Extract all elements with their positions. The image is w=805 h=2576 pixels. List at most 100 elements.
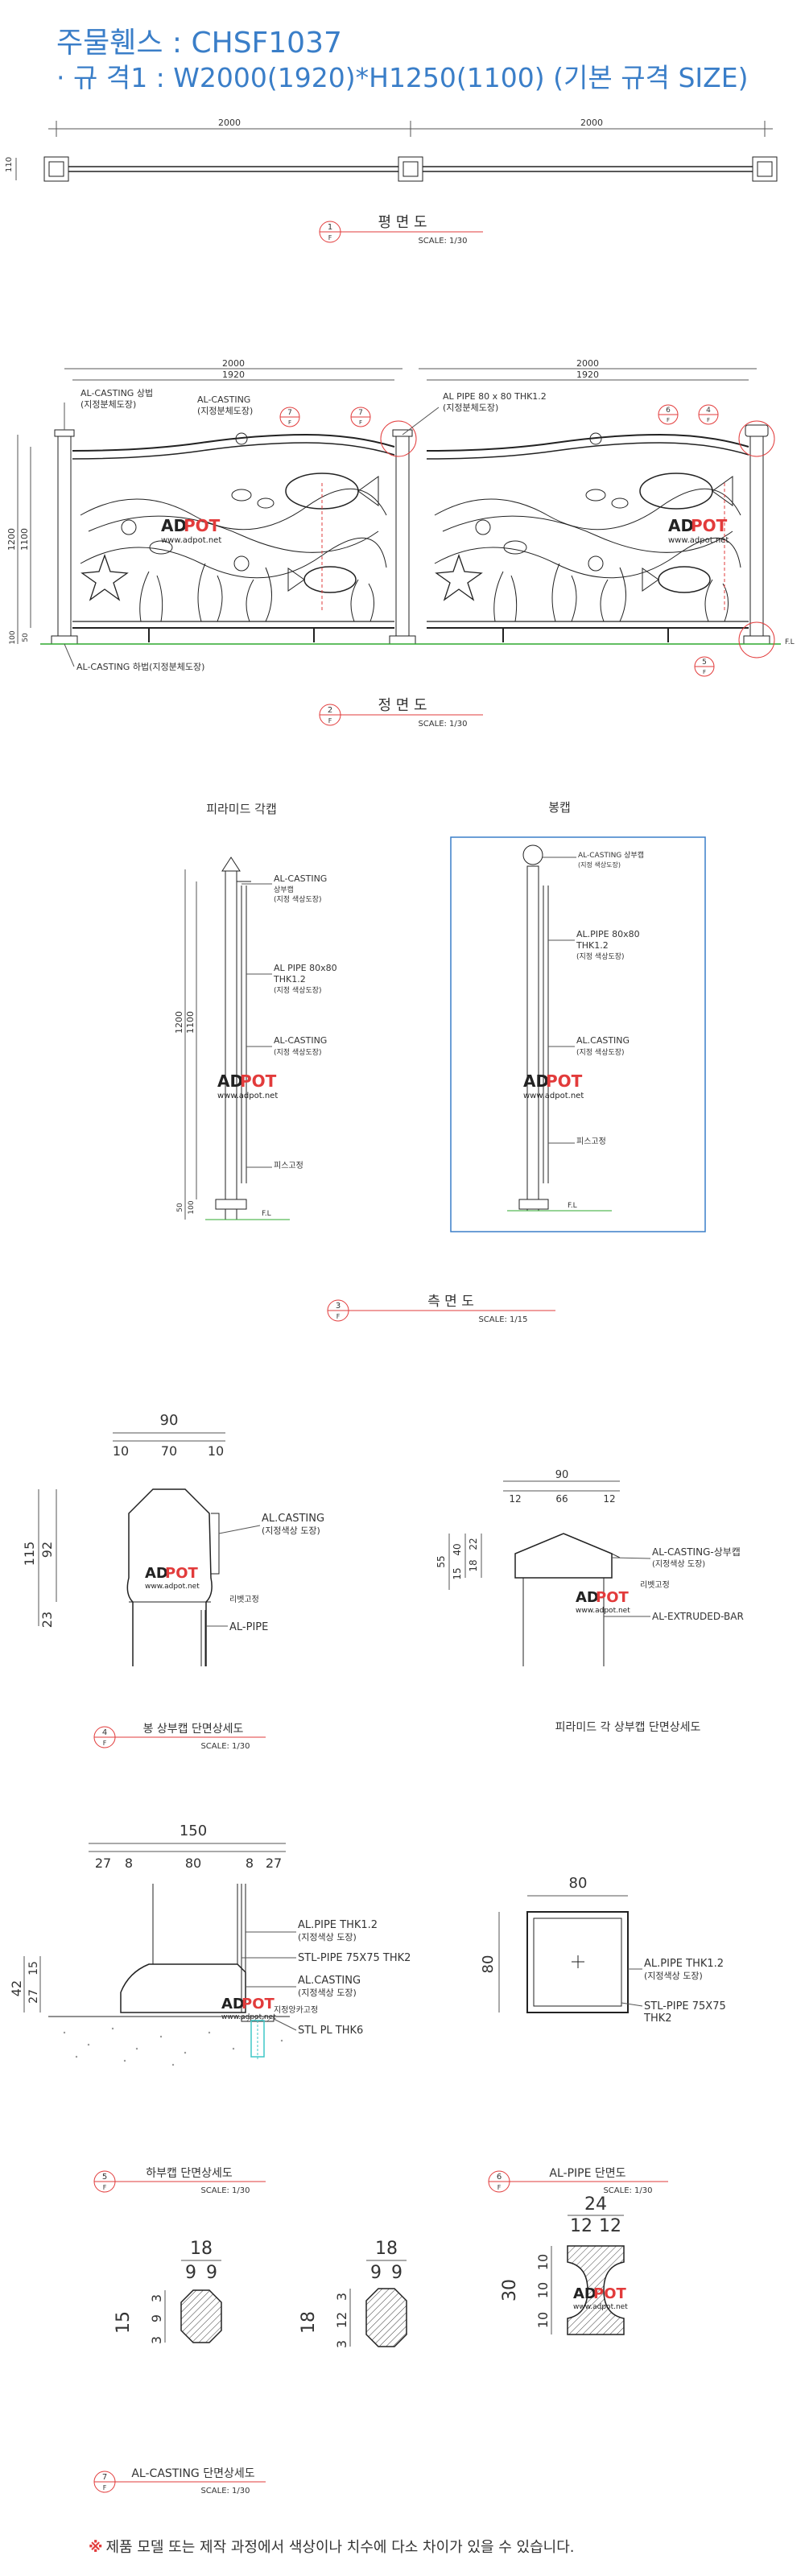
svg-text:3: 3: [334, 2340, 349, 2348]
elevation-scale: SCALE: 1/30: [418, 720, 467, 729]
svg-text:10: 10: [535, 2282, 551, 2298]
elevation-title: 정 면 도: [378, 697, 427, 714]
svg-text:1: 1: [328, 223, 332, 232]
svg-text:8: 8: [246, 1856, 254, 1871]
svg-text:18: 18: [190, 2239, 213, 2259]
svg-text:www.adpot.net: www.adpot.net: [161, 536, 221, 545]
svg-text:www.adpot.net: www.adpot.net: [573, 2303, 628, 2311]
svg-text:15: 15: [114, 2311, 134, 2334]
base-scale: SCALE: 1/30: [200, 2186, 250, 2195]
front-elevation: 2000 1920 2000 1920 1200 1100 50 100: [6, 358, 795, 729]
svg-text:7: 7: [358, 409, 363, 417]
plan-view: 2000 2000 110 1 F 평 면 도 SCALE: 1/30: [5, 118, 778, 246]
svg-text:www.adpot.net: www.adpot.net: [221, 2013, 276, 2021]
svg-text:10: 10: [535, 2312, 551, 2328]
cap-details: 90 10 70 10 115 92 23 AL.CASTING (지정색상 도…: [22, 1412, 744, 1751]
svg-text:F: F: [103, 2484, 107, 2491]
elev-panel-left: [72, 433, 395, 629]
svg-text:9: 9: [185, 2263, 196, 2283]
svg-text:40: 40: [452, 1543, 463, 1555]
svg-text:AD: AD: [523, 1071, 549, 1091]
svg-text:(지정색상 도장): (지정색상 도장): [262, 1525, 320, 1536]
svg-text:9: 9: [370, 2263, 382, 2283]
svg-text:12: 12: [334, 2312, 349, 2328]
svg-text:2000: 2000: [222, 358, 245, 369]
pipe-scale: SCALE: 1/30: [603, 2186, 652, 2195]
svg-text:AD: AD: [668, 516, 694, 535]
svg-text:15: 15: [452, 1567, 463, 1579]
svg-text:THK2: THK2: [643, 2013, 672, 2025]
svg-text:27: 27: [266, 1856, 282, 1871]
footer-note: ※제품 모델 또는 제작 과정에서 색상이나 치수에 다소 차이가 있을 수 있…: [89, 2536, 575, 2557]
svg-text:F: F: [328, 717, 332, 724]
svg-text:(지정 색상도장): (지정 색상도장): [576, 952, 625, 961]
svg-text:100: 100: [9, 630, 17, 644]
base-title: 하부캡 단면상세도: [146, 2167, 233, 2180]
svg-text:3: 3: [149, 2336, 164, 2344]
svg-text:18: 18: [299, 2311, 319, 2334]
svg-text:피스고정: 피스고정: [576, 1137, 606, 1146]
svg-text:피스고정: 피스고정: [274, 1161, 303, 1170]
svg-text:POT: POT: [242, 1996, 275, 2013]
elev-label-bottom: AL-CASTING 하법(지정분체도장): [76, 661, 204, 672]
product-spec: · 규 격1 : W2000(1920)*H1250(1100) (기본 규격 …: [56, 62, 749, 93]
svg-text:18: 18: [468, 1559, 479, 1571]
svg-text:(지정 색상도장): (지정 색상도장): [578, 861, 621, 869]
svg-text:F: F: [103, 1740, 107, 1747]
cast-section-3: [567, 2245, 625, 2335]
round-cap-scale: SCALE: 1/30: [200, 1742, 250, 1751]
svg-text:AD: AD: [161, 516, 187, 535]
side-scale: SCALE: 1/15: [478, 1315, 527, 1324]
svg-text:7: 7: [102, 2473, 107, 2482]
svg-text:1200: 1200: [174, 1011, 184, 1034]
svg-text:50: 50: [22, 633, 30, 642]
elev-section-mark-3: 6F: [658, 404, 679, 425]
plan-post-mid: [398, 156, 423, 182]
side-right-title: 봉캡: [548, 800, 571, 815]
svg-text:F: F: [667, 417, 670, 423]
plan-dim-side: 110: [5, 157, 14, 172]
svg-text:POT: POT: [596, 1589, 629, 1606]
svg-text:42: 42: [9, 1980, 24, 1996]
svg-text:4: 4: [102, 1728, 107, 1737]
svg-text:F.L: F.L: [785, 638, 795, 646]
svg-text:80: 80: [185, 1856, 201, 1871]
svg-text:AL-CASTING: AL-CASTING: [274, 1035, 327, 1046]
svg-text:STL PL THK6: STL PL THK6: [298, 2025, 363, 2037]
svg-text:(지정 색상도장): (지정 색상도장): [274, 1048, 322, 1057]
svg-text:1100: 1100: [19, 528, 30, 551]
svg-text:AD: AD: [576, 1589, 599, 1606]
svg-text:AL-CASTING: AL-CASTING: [274, 873, 327, 884]
plan-dim-right: 2000: [580, 118, 603, 128]
plan-post-left: [43, 156, 69, 182]
elev-label-top: AL-CASTING 상법: [80, 388, 153, 398]
svg-text:THK1.2: THK1.2: [576, 940, 609, 951]
svg-text:F: F: [497, 2184, 502, 2191]
svg-text:(지정분체도장): (지정분체도장): [80, 399, 136, 410]
svg-text:AL-CASTING 상부캡: AL-CASTING 상부캡: [578, 850, 644, 860]
svg-text:POT: POT: [240, 1071, 277, 1091]
plan-scale: SCALE: 1/30: [418, 237, 467, 246]
svg-text:12: 12: [599, 2216, 621, 2236]
svg-text:3: 3: [336, 1302, 341, 1311]
svg-text:POT: POT: [691, 516, 728, 535]
pyramid-cap-title: 피라미드 각 상부캡 단면상세도: [555, 1721, 701, 1734]
elev-post-2: [395, 434, 410, 641]
svg-text:3: 3: [149, 2294, 164, 2302]
svg-text:www.adpot.net: www.adpot.net: [217, 1092, 278, 1100]
plan-post-right: [752, 156, 778, 182]
svg-text:F: F: [288, 419, 291, 426]
product-title: 주물휀스 : CHSF1037: [56, 27, 342, 60]
side-right-frame: [450, 836, 706, 1232]
svg-text:5: 5: [102, 2173, 107, 2182]
svg-text:POT: POT: [184, 516, 221, 535]
svg-text:THK1.2: THK1.2: [273, 974, 306, 985]
svg-text:2000: 2000: [576, 358, 599, 369]
svg-text:3: 3: [334, 2293, 349, 2301]
elev-label-casting: AL-CASTING: [197, 394, 250, 405]
svg-text:AL.PIPE THK1.2: AL.PIPE THK1.2: [644, 1958, 724, 1970]
casting-scale: SCALE: 1/30: [200, 2487, 250, 2496]
svg-text:리벳고정: 리벳고정: [229, 1595, 259, 1604]
svg-text:F.L: F.L: [262, 1210, 271, 1218]
svg-text:(지정 색상도장): (지정 색상도장): [576, 1048, 625, 1057]
